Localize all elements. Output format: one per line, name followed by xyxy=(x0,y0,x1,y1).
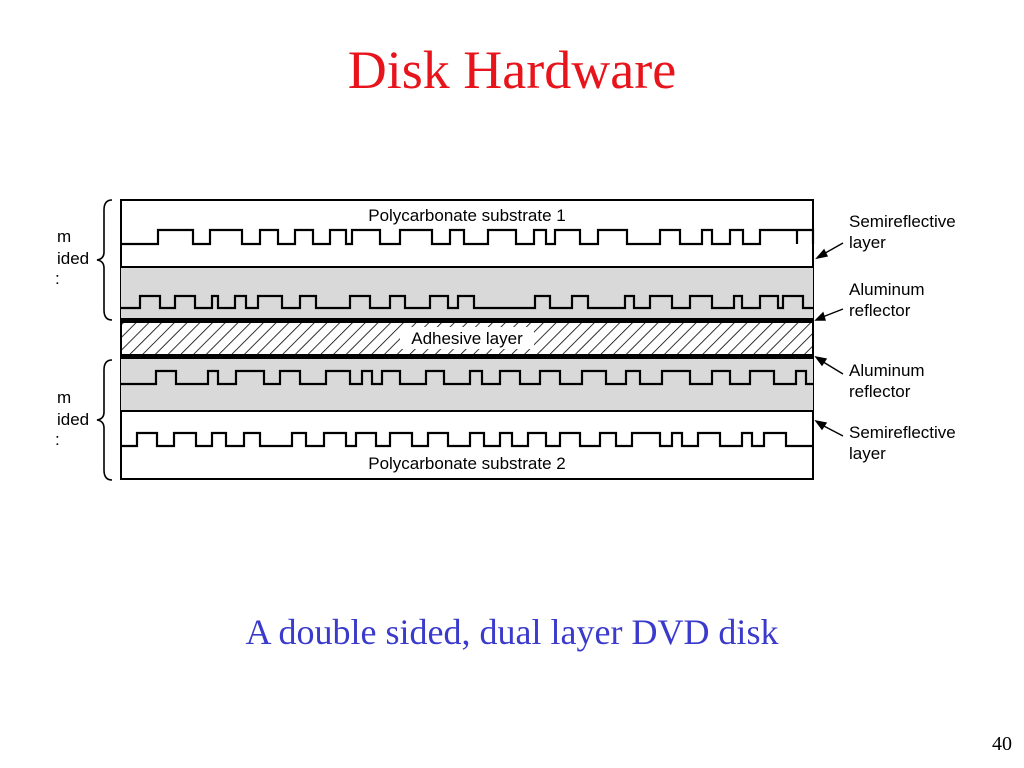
right-label-1-line1: Semireflective xyxy=(849,212,956,231)
adhesive-label: Adhesive layer xyxy=(411,329,523,348)
left-brace-bottom xyxy=(96,359,113,481)
right-label-3-line1: Aluminum xyxy=(849,361,925,380)
adhesive-label-bg xyxy=(400,327,534,349)
pit-profile-1 xyxy=(121,228,815,246)
right-label-2-line1: Aluminum xyxy=(849,280,925,299)
slide-title: Disk Hardware xyxy=(347,40,677,100)
left-label-top-line2: ided xyxy=(57,249,89,268)
slide-caption: A double sided, dual layer DVD disk xyxy=(245,612,779,652)
right-label-4-line2: layer xyxy=(849,444,886,463)
top-substrate-label: Polycarbonate substrate 1 xyxy=(368,206,566,225)
left-label-bottom-line2: ided xyxy=(57,410,89,429)
right-label-1-line2: layer xyxy=(849,233,886,252)
arrow-semireflective-top xyxy=(815,242,844,260)
left-label-bottom-line1: m xyxy=(57,388,71,407)
left-label-top-line3: : xyxy=(55,269,60,288)
left-label-bottom-line3: : xyxy=(55,430,60,449)
upper-gray-layer xyxy=(121,267,813,319)
pit-profile-4 xyxy=(121,431,813,448)
left-brace-top xyxy=(96,199,113,321)
arrow-aluminum-bottom xyxy=(814,355,844,375)
upper-aluminum-line xyxy=(121,318,813,323)
arrow-aluminum-top xyxy=(814,308,844,321)
pit-profile-3 xyxy=(121,369,813,386)
pit-profile-2 xyxy=(121,294,813,310)
right-label-2-line2: reflector xyxy=(849,301,911,320)
right-label-3-line2: reflector xyxy=(849,382,911,401)
left-label-top-line1: m xyxy=(57,227,71,246)
arrow-semireflective-bottom xyxy=(814,419,844,437)
bottom-substrate-label: Polycarbonate substrate 2 xyxy=(368,454,566,473)
lower-aluminum-line xyxy=(121,354,813,359)
page-number: 40 xyxy=(992,733,1012,755)
right-label-4-line1: Semireflective xyxy=(849,423,956,442)
